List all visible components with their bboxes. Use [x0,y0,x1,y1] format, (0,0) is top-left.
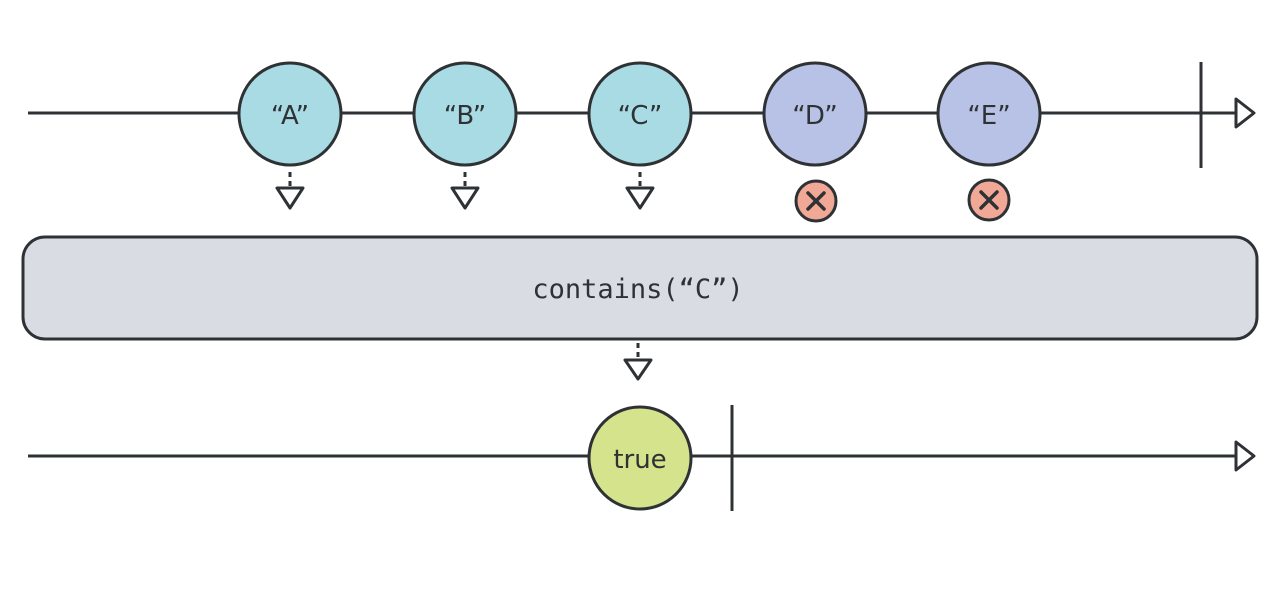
marble-c-circle [587,61,693,167]
input-marbles: “A” “B” “C” “D” “E” [237,61,1042,167]
marble-a-circle [237,61,343,167]
emit-arrows [275,172,655,210]
operator-label: contains(“C”) [532,274,743,305]
down-arrow-icon [275,172,305,210]
marble-b: “B” [412,61,518,167]
marble-d: “D” [762,61,868,167]
marble-d-circle [762,61,868,167]
down-arrow-icon [625,172,655,210]
marble-true-label: true [613,445,666,475]
marble-c: “C” [587,61,693,167]
operator-box: contains(“C”) [21,235,1259,341]
cancel-markers [794,178,1011,223]
x-circle-icon [794,179,838,223]
input-timeline-arrowhead [1234,97,1256,129]
marble-a: “A” [237,61,343,167]
marble-e-label: “E” [967,101,1010,131]
x-circle-icon [967,178,1011,222]
marble-b-label: “B” [444,101,487,131]
marble-e: “E” [936,61,1042,167]
marble-e-circle [936,61,1042,167]
marble-true-circle [587,405,693,511]
down-arrow-icon [450,172,480,210]
output-timeline-arrowhead [1234,440,1256,472]
down-arrow-icon [623,343,653,381]
marble-true: true [587,405,693,511]
marble-d-label: “D” [792,101,837,131]
operator-box-rect [21,235,1259,341]
marble-a-label: “A” [271,101,309,131]
marble-c-label: “C” [618,101,663,131]
marble-b-circle [412,61,518,167]
